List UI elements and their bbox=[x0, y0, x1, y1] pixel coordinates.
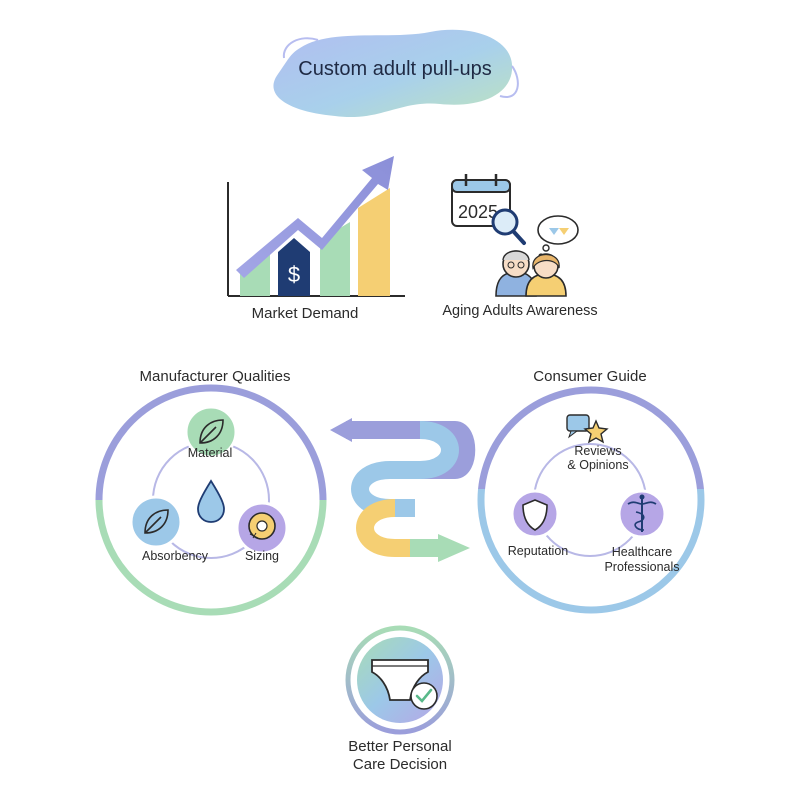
final-decision bbox=[345, 625, 455, 735]
manufacturer-cluster bbox=[95, 384, 327, 616]
sizing-label: Sizing bbox=[244, 549, 280, 563]
absorbency-node bbox=[129, 495, 183, 549]
material-node bbox=[184, 405, 238, 459]
aging-awareness-label: Aging Adults Awareness bbox=[442, 303, 598, 319]
final-decision-label: Better Personal Care Decision bbox=[348, 738, 452, 773]
magnifier-icon bbox=[491, 208, 526, 245]
pull-up-check-icon bbox=[371, 659, 438, 710]
dollar-sign: $ bbox=[288, 262, 300, 287]
consumer-cluster bbox=[477, 386, 705, 614]
title-swoosh-right bbox=[499, 65, 519, 98]
healthcare-node bbox=[617, 489, 667, 539]
thought-bubble-icon bbox=[537, 215, 579, 259]
elderly-couple-icon bbox=[495, 250, 567, 297]
reputation-label: Reputation bbox=[507, 544, 569, 558]
calendar-year: 2025 bbox=[458, 202, 498, 222]
leaf-icon bbox=[144, 509, 169, 534]
absorbency-label: Absorbency bbox=[141, 549, 208, 563]
market-demand-label: Market Demand bbox=[251, 305, 359, 322]
reputation-node bbox=[510, 489, 560, 539]
page-title: Custom adult pull-ups bbox=[298, 58, 492, 80]
consumer-title: Consumer Guide bbox=[533, 368, 647, 385]
connector-blue bbox=[351, 421, 459, 517]
flow-connector bbox=[330, 418, 476, 562]
arrow-left bbox=[368, 421, 476, 479]
leaf-icon bbox=[199, 419, 224, 444]
shield-icon bbox=[522, 499, 548, 531]
consumer-ring bbox=[477, 386, 705, 614]
title-blob bbox=[273, 29, 513, 118]
calendar-icon: 2025 bbox=[451, 174, 511, 227]
water-drop-icon bbox=[197, 479, 225, 523]
reviews-node bbox=[566, 414, 609, 444]
connector-yellow bbox=[356, 499, 420, 557]
material-label: Material bbox=[187, 446, 233, 460]
healthcare-label: Healthcare Professionals bbox=[604, 545, 680, 574]
title-banner bbox=[273, 29, 519, 118]
review-star-icon bbox=[566, 414, 609, 444]
market-demand-icon: $ bbox=[227, 156, 405, 297]
trend-arrow bbox=[236, 156, 394, 278]
measuring-tape-icon bbox=[248, 512, 276, 540]
sizing-node bbox=[235, 501, 289, 555]
caduceus-icon bbox=[627, 494, 657, 532]
title-swoosh-left bbox=[282, 37, 319, 59]
manufacturer-title: Manufacturer Qualities bbox=[139, 368, 291, 385]
reviews-label: Reviews & Opinions bbox=[567, 444, 629, 472]
